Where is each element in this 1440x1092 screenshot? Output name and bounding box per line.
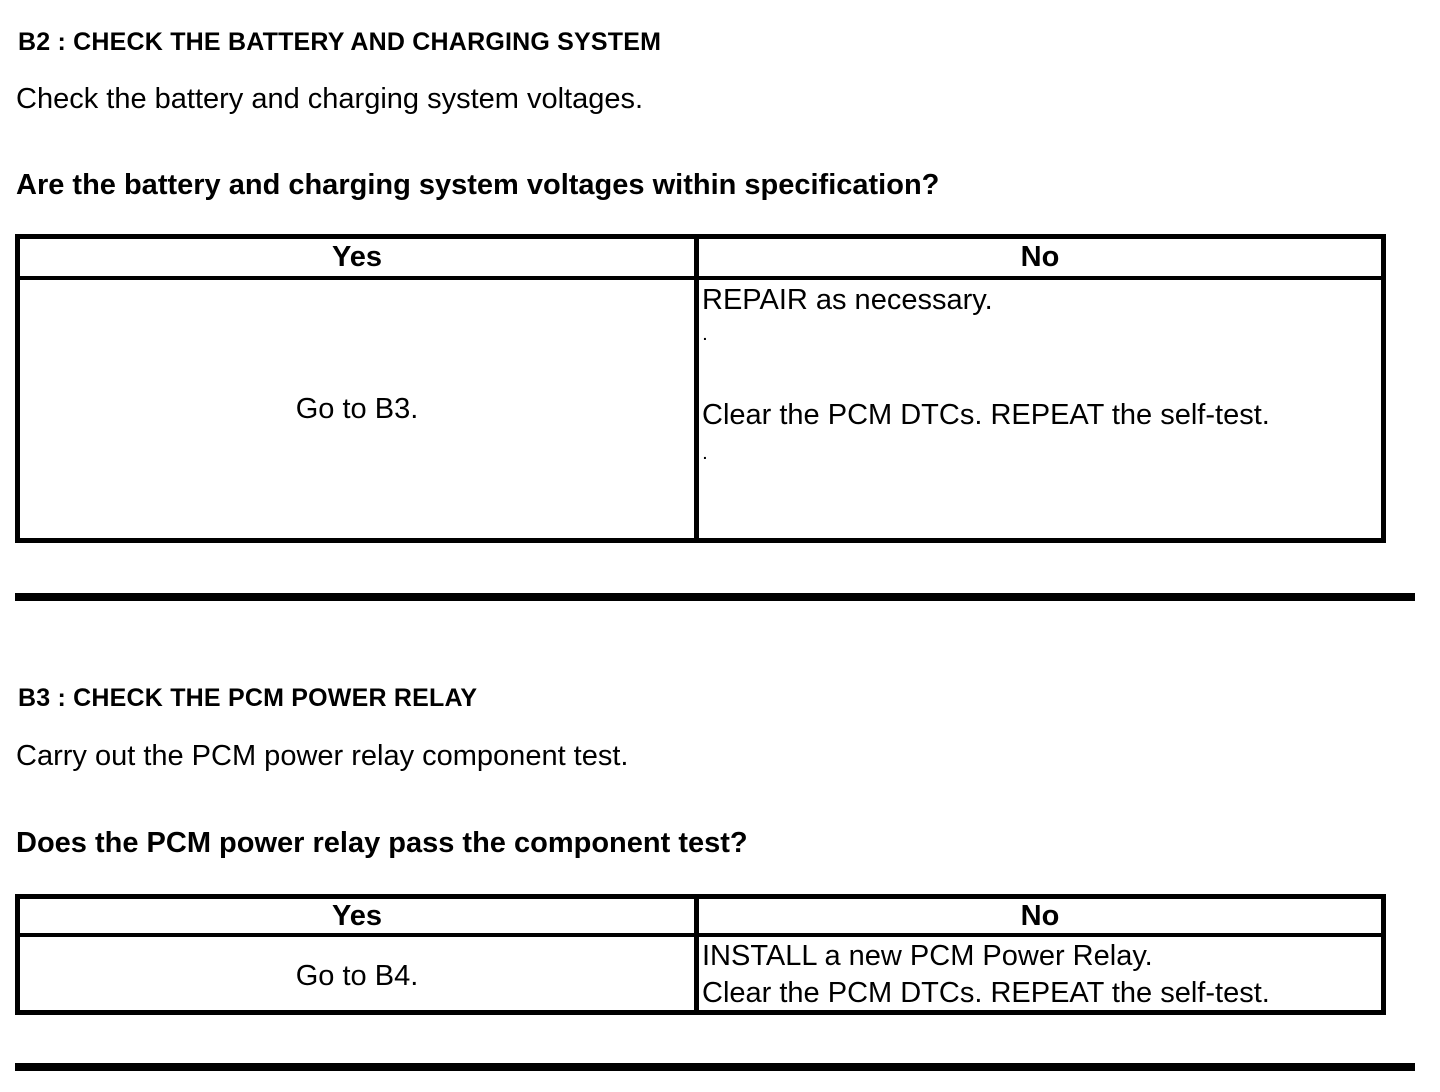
b2-decision-table: Yes No Go to B3. REPAIR as necessary. . …: [15, 234, 1386, 543]
b3-no-action-line: INSTALL a new PCM Power Relay.: [702, 940, 1153, 972]
section-b2-instruction: Check the battery and charging system vo…: [16, 83, 644, 115]
section-divider-rule: [15, 1063, 1415, 1071]
b3-no-actions-cell: INSTALL a new PCM Power Relay. Clear the…: [699, 937, 1381, 1015]
b2-no-action-line: Clear the PCM DTCs. REPEAT the self-test…: [702, 399, 1270, 431]
b3-table-body-row: Go to B4. INSTALL a new PCM Power Relay.…: [20, 937, 1381, 1015]
b3-yes-action: Go to B4.: [20, 937, 699, 1015]
section-b2-question: Are the battery and charging system volt…: [16, 169, 940, 201]
section-b3-instruction: Carry out the PCM power relay component …: [16, 740, 629, 772]
b3-table-header-row: Yes No: [20, 899, 1381, 937]
b2-table-body-row: Go to B3. REPAIR as necessary. . Clear t…: [20, 280, 1381, 538]
b2-no-action-line: REPAIR as necessary.: [702, 284, 993, 316]
b3-no-column-header: No: [1020, 899, 1060, 932]
section-divider-rule: [15, 593, 1415, 601]
b3-no-action-line: Clear the PCM DTCs. REPEAT the self-test…: [702, 977, 1270, 1009]
section-b2-title: B2 : CHECK THE BATTERY AND CHARGING SYST…: [18, 27, 662, 56]
b3-yes-column-header: Yes: [20, 899, 699, 933]
stray-period-mark: .: [703, 327, 707, 343]
stray-period-mark: .: [703, 446, 707, 462]
b2-yes-column-header: Yes: [20, 239, 699, 276]
section-b3-title: B3 : CHECK THE PCM POWER RELAY: [18, 683, 478, 712]
b2-no-column-header: No: [1020, 241, 1060, 273]
b2-table-header-row: Yes No: [20, 239, 1381, 280]
b2-no-actions-cell: REPAIR as necessary. . Clear the PCM DTC…: [699, 280, 1381, 538]
section-b3-question: Does the PCM power relay pass the compon…: [16, 827, 748, 859]
b2-yes-action: Go to B3.: [20, 280, 699, 538]
b3-decision-table: Yes No Go to B4. INSTALL a new PCM Power…: [15, 894, 1386, 1015]
